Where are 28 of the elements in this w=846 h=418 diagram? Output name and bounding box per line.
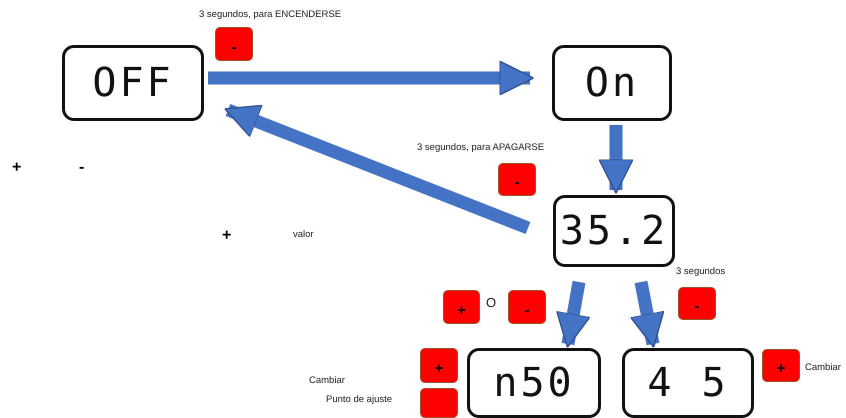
minus-sign: - — [79, 159, 84, 177]
lcd-display: n50 — [467, 348, 601, 418]
key-button: - — [678, 287, 716, 320]
note-text: valor — [293, 229, 314, 240]
lcd-display: On — [552, 45, 672, 121]
timing-note: 3 segundos, para ENCENDERSE — [199, 9, 342, 20]
note-text: Cambiar — [309, 375, 345, 386]
note-text: Punto de ajuste — [326, 394, 392, 405]
arrow — [598, 125, 634, 194]
connector-word: O — [486, 295, 496, 310]
arrow — [556, 280, 591, 348]
lcd-display: OFF — [62, 45, 204, 121]
key-button: + — [443, 290, 480, 324]
timing-note: 3 segundos, para APAGARSE — [417, 142, 544, 153]
plus-sign: + — [12, 159, 22, 177]
arrow — [224, 104, 530, 234]
key-button: - — [508, 290, 546, 324]
blank-key-button — [420, 388, 458, 418]
lcd-display: 35.2 — [553, 195, 675, 267]
timing-note: 3 segundos — [676, 266, 726, 277]
key-button: + — [762, 349, 800, 382]
note-text: Cambiar — [805, 362, 841, 372]
plus-sign: + — [222, 227, 232, 245]
lcd-display: 4 5 — [622, 348, 754, 418]
key-button: - — [498, 163, 536, 196]
key-button: + — [420, 348, 458, 383]
arrow — [630, 280, 664, 348]
key-button: - — [215, 27, 253, 61]
